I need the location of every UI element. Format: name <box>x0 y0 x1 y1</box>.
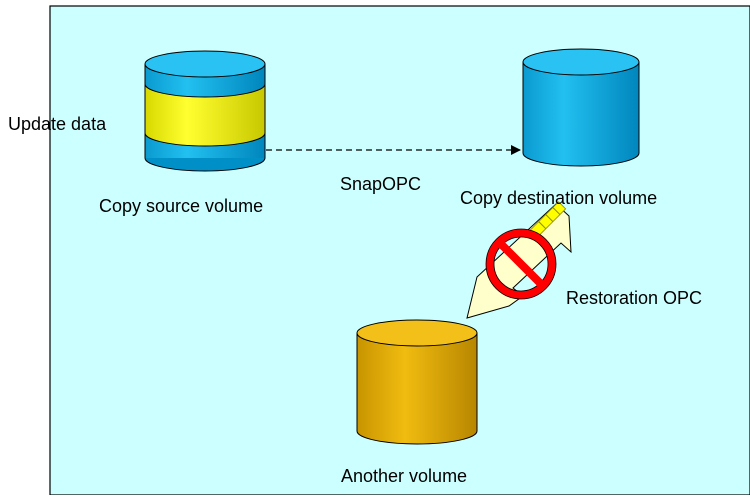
destination-volume-cylinder-icon <box>522 48 640 167</box>
source-volume-cylinder-icon <box>144 50 266 172</box>
another-volume-cylinder-icon <box>356 319 478 445</box>
restoration-opc-label: Restoration OPC <box>566 288 703 308</box>
update-data-label: Update data <box>8 114 107 134</box>
snapopc-label: SnapOPC <box>340 174 422 194</box>
source-volume-label: Copy source volume <box>99 196 264 216</box>
prohibited-icon <box>485 228 557 300</box>
another-volume-label: Another volume <box>341 466 468 486</box>
destination-volume-label: Copy destination volume <box>460 188 658 208</box>
